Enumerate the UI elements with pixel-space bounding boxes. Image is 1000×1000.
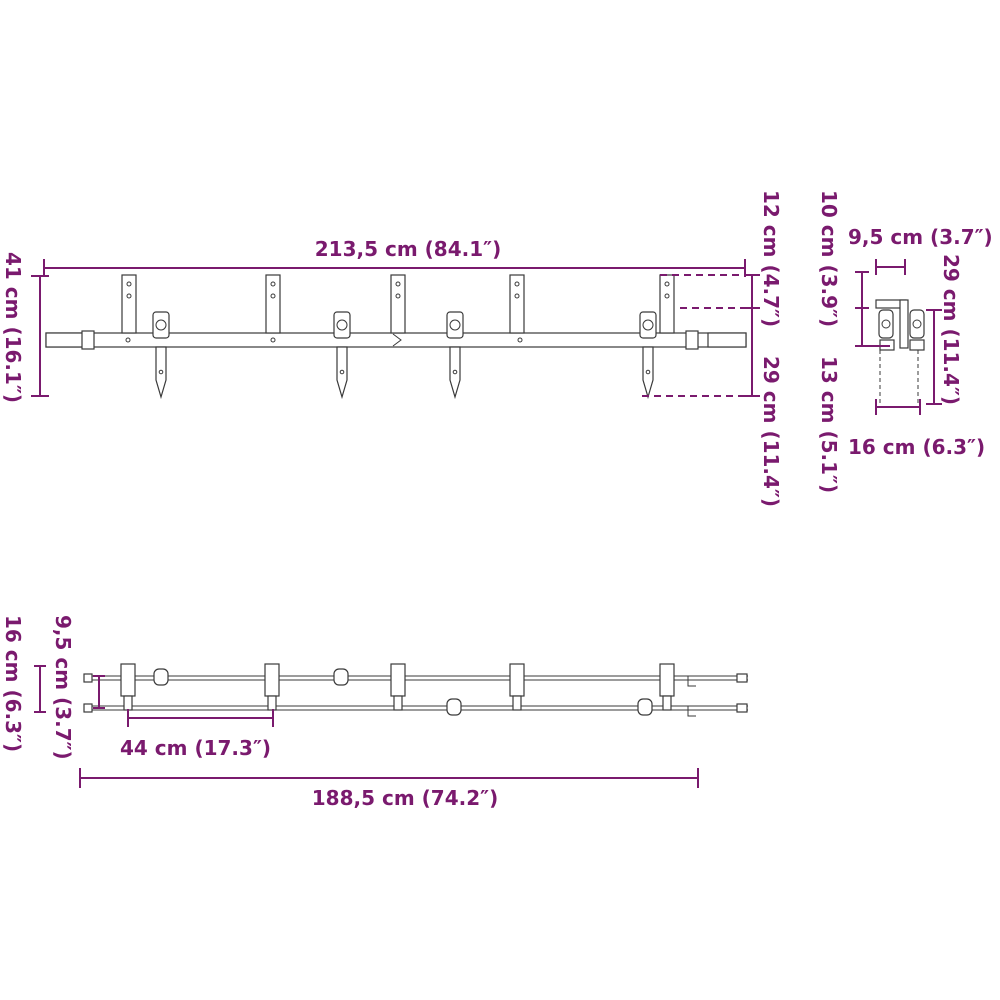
height-label: 41 cm (16.1″) xyxy=(1,252,25,403)
side-view: 9,5 cm (3.7″) 10 cm (3.9″) 13 cm (5.1″) … xyxy=(817,190,993,493)
hanger-label: 29 cm (11.4″) xyxy=(759,356,783,507)
total-length-label: 188,5 cm (74.2″) xyxy=(312,786,498,810)
door-hanger xyxy=(333,311,351,400)
rail-joint-mark xyxy=(392,333,402,347)
rail-stopper-left xyxy=(81,330,95,350)
wall-bracket xyxy=(390,274,406,334)
door-hanger xyxy=(152,311,170,400)
side-bottom-height-label: 13 cm (5.1″) xyxy=(817,356,841,493)
rail-screw xyxy=(517,337,523,343)
rail-screw xyxy=(270,337,276,343)
door-hanger xyxy=(639,311,657,400)
top-rollers xyxy=(153,668,653,716)
door-hangers xyxy=(152,311,657,400)
top-depth-inner-label: 9,5 cm (3.7″) xyxy=(51,615,75,760)
rail-stopper-right xyxy=(685,330,699,350)
side-strap-right xyxy=(909,339,925,351)
top-depth-outer-label: 16 cm (6.3″) xyxy=(1,615,25,752)
side-bracket-wall xyxy=(899,299,909,349)
wall-bracket xyxy=(265,274,281,334)
wall-bracket xyxy=(509,274,525,334)
spacing-label: 44 cm (17.3″) xyxy=(120,736,271,760)
rail-end-stop-right xyxy=(707,332,747,348)
wall-bracket xyxy=(121,274,137,334)
top-brackets xyxy=(120,663,675,711)
rail-screw xyxy=(125,337,131,343)
top-gap-label: 12 cm (4.7″) xyxy=(759,190,783,327)
side-width-bottom-label: 16 cm (6.3″) xyxy=(848,435,985,459)
side-width-top-label: 9,5 cm (3.7″) xyxy=(848,225,993,249)
wall-brackets xyxy=(121,274,675,334)
length-label: 213,5 cm (84.1″) xyxy=(315,237,501,261)
side-right-height-label: 29 cm (11.4″) xyxy=(939,254,963,405)
side-top-height-label: 10 cm (3.9″) xyxy=(817,190,841,327)
top-view: 16 cm (6.3″) 9,5 cm (3.7″) 44 cm (17.3″)… xyxy=(1,615,748,810)
rail-end-stop-left xyxy=(45,332,85,348)
front-view: 213,5 cm (84.1″) 41 cm (16.1″) 12 cm (4.… xyxy=(1,190,783,507)
door-hanger xyxy=(446,311,464,400)
